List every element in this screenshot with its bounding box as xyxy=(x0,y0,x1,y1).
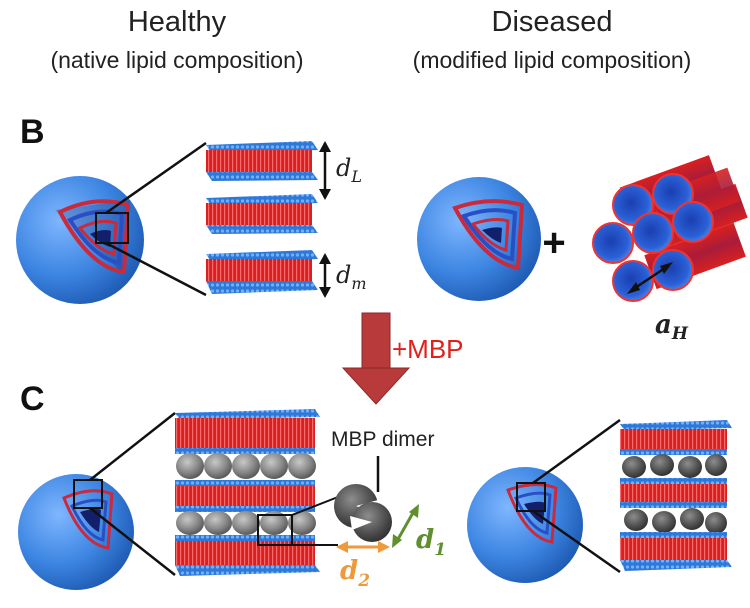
mbp-lipid-stack-diseased xyxy=(620,420,732,571)
bilayer-2 xyxy=(206,194,318,234)
diseased-title: Diseased xyxy=(492,6,613,38)
healthy-vesicle-b xyxy=(16,141,207,304)
d1-label: d1 xyxy=(416,525,446,560)
diseased-subtitle: (modified lipid composition) xyxy=(413,47,692,73)
bilayer-1 xyxy=(206,141,318,181)
diseased-protein-row-2 xyxy=(624,508,727,534)
healthy-subtitle: (native lipid composition) xyxy=(50,47,303,73)
mbp-lipid-stack-healthy xyxy=(175,409,339,576)
d2-label: d2 xyxy=(340,556,370,591)
dm-label: dm xyxy=(336,261,367,293)
panel-c-label: C xyxy=(20,380,45,418)
d1-arrow xyxy=(392,504,419,548)
panel-b-label: B xyxy=(20,113,45,151)
bilayer-stack-b xyxy=(206,141,331,298)
diseased-vesicle-c xyxy=(467,418,621,583)
protein-row-2 xyxy=(176,511,316,535)
diseased-vesicle-b xyxy=(417,177,541,301)
healthy-title: Healthy xyxy=(128,6,227,38)
mbp-dimer xyxy=(334,484,392,542)
diseased-protein-row-1 xyxy=(622,454,727,478)
zoom-box-c-healthy xyxy=(73,479,103,509)
bilayer-3 xyxy=(206,250,318,294)
zoom-box-b xyxy=(95,212,129,244)
zoom-box-c-diseased xyxy=(516,482,546,512)
hexagonal-phase-bundle xyxy=(592,155,748,302)
aH-label: aH xyxy=(655,310,689,344)
d2-arrow xyxy=(336,541,390,553)
healthy-vesicle-c xyxy=(18,412,176,590)
dL-label: dL xyxy=(336,154,362,186)
protein-row-1 xyxy=(176,453,316,479)
plus-sign: + xyxy=(542,221,565,265)
mbp-dimer-label: MBP dimer xyxy=(331,428,434,451)
zoom-box-mbp xyxy=(257,514,293,546)
mbp-arrow-label: +MBP xyxy=(392,334,464,364)
mbp-addition-arrow xyxy=(341,312,411,405)
